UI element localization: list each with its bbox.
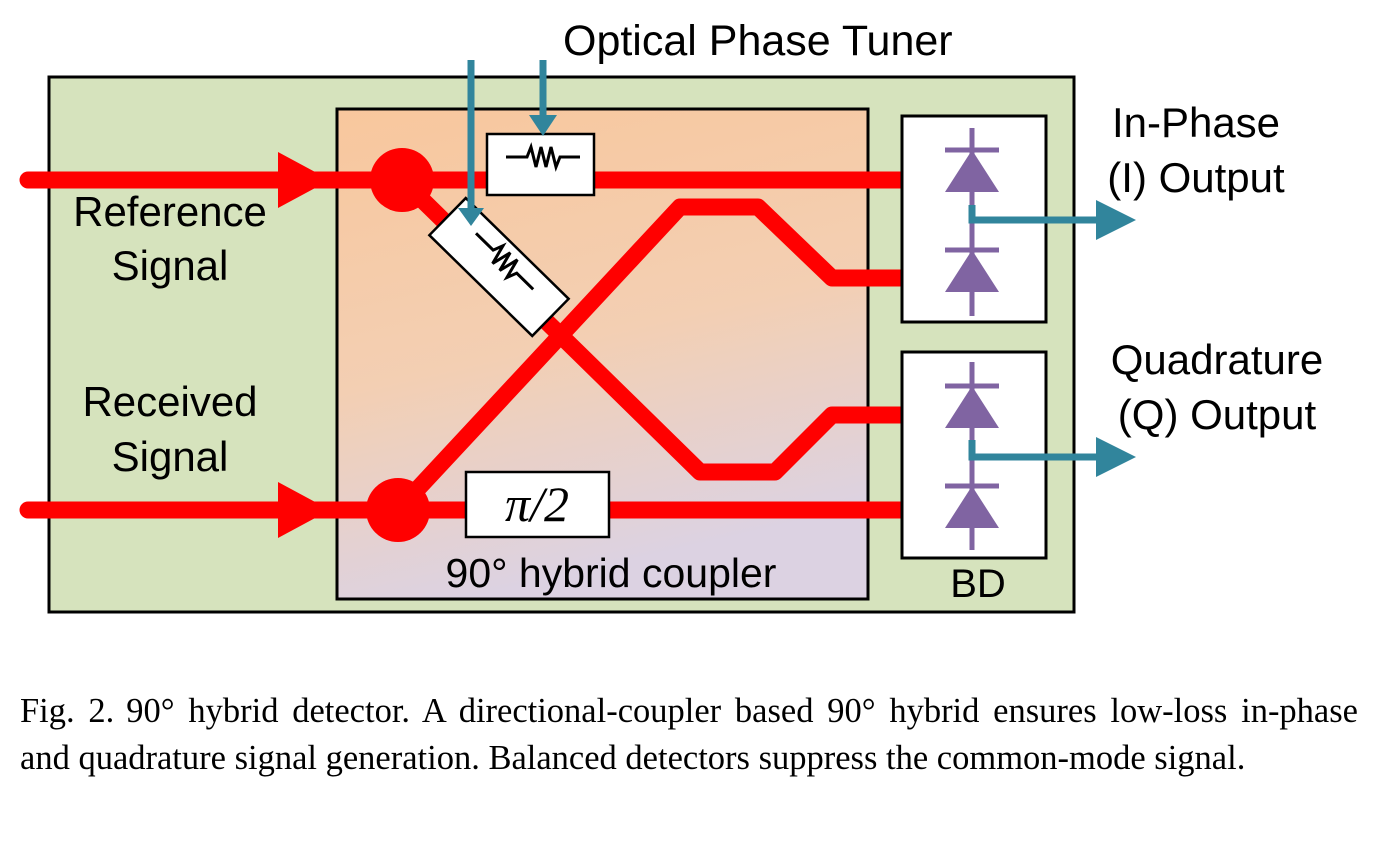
received-input-arrow [278,482,330,538]
q-output-label-line2: (Q) Output [1118,391,1317,438]
photodiode-icon [945,150,999,192]
i-output-line [968,205,1105,224]
hybrid-detector-diagram: π/2 Optical Ph [19,17,1323,614]
caption-text: 90° hybrid detector. A directional-coupl… [20,692,1358,777]
bd-label: BD [950,562,1006,606]
photodiode-icon [945,250,999,292]
phase-shifter-label: π/2 [505,476,569,532]
figure-caption: Fig. 2.90° hybrid detector. A directiona… [20,688,1358,782]
crossing-waveguide-a [393,171,909,481]
figure-number: Fig. 2. [20,692,115,730]
coupler-label: 90° hybrid coupler [446,550,777,596]
tuner-control-arrow-1 [529,115,557,136]
reference-signal-label-line2: Signal [112,242,229,289]
q-output-line [968,440,1105,461]
crossing-waveguide-b [389,198,909,519]
resistor-icon [506,142,580,172]
q-output-arrowhead [1096,437,1136,477]
reference-input-arrow [278,152,330,208]
output-arrows [968,200,1136,477]
phase-shifter-box [464,470,611,539]
tuner-control-lines [458,60,557,226]
q-output-label-line1: Quadrature [1111,336,1323,383]
i-output-label-line2: (I) Output [1107,154,1285,201]
i-output-label-line1: In-Phase [1112,99,1280,146]
reference-signal-label-line1: Reference [73,188,267,235]
received-splitter-node [366,478,430,542]
tuner-control-arrow-2 [458,208,484,226]
i-output-arrowhead [1096,200,1136,240]
resistor-icon [474,232,535,291]
reference-splitter-node [370,148,434,212]
received-signal-label-line2: Signal [112,433,229,480]
heater-tuner-1 [485,132,596,197]
photodiode-icon [945,486,999,528]
heater-tuner-2 [427,196,571,338]
tuner-label: Optical Phase Tuner [563,17,953,65]
received-signal-label-line1: Received [82,378,257,425]
photodiode-icon [945,386,999,428]
